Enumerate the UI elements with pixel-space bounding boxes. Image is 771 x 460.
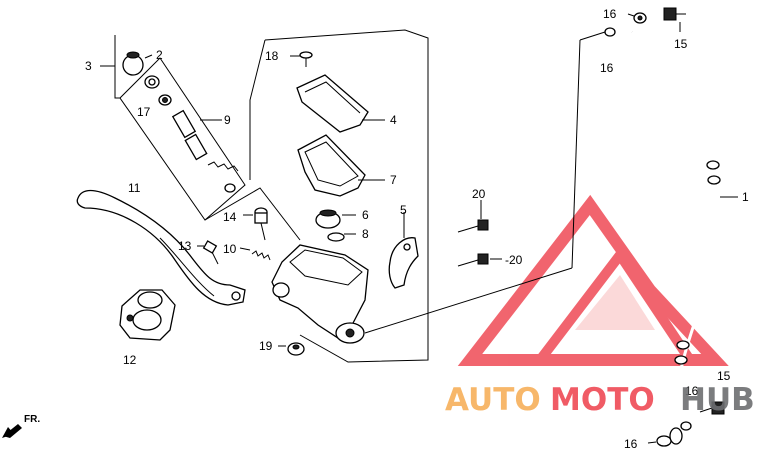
part-20-bolts — [457, 200, 502, 267]
label-17: 17 — [137, 105, 151, 119]
label-4: 4 — [390, 113, 397, 127]
part-18-screw — [290, 51, 313, 67]
part-13-bolt — [197, 240, 219, 265]
assembly-outline — [100, 29, 429, 363]
part-1-brake-hose — [571, 30, 738, 431]
label-9: 9 — [224, 113, 231, 127]
label-10: 10 — [223, 242, 237, 256]
part-14-pivot-bolt — [243, 207, 268, 241]
label-11: 11 — [128, 181, 141, 195]
label-16-top-a: 16 — [603, 7, 617, 21]
part-11-brake-lever — [76, 189, 246, 306]
label-15-top: 15 — [674, 37, 688, 51]
part-9-piston — [171, 109, 239, 193]
label-13: 13 — [178, 239, 192, 253]
label-16-bottom-b: 16 — [624, 437, 638, 451]
label-16-bottom-a: 16 — [685, 384, 699, 398]
part-4-reservoir-cover — [296, 74, 385, 133]
watermark-hub: HUB — [680, 382, 755, 418]
part-15-16-top-hardware — [604, 7, 686, 37]
part-17-rings — [144, 75, 172, 106]
label-2: 2 — [156, 48, 163, 62]
label-5: 5 — [400, 203, 407, 217]
label-20-bottom: -20 — [505, 253, 523, 267]
part-7-diaphragm — [297, 134, 385, 197]
watermark-logo — [457, 194, 729, 366]
part-19-nut — [278, 342, 305, 356]
watermark-auto: AUTO — [445, 382, 541, 418]
label-12: 12 — [123, 353, 137, 367]
label-19: 19 — [259, 339, 273, 353]
master-cylinder-body — [271, 244, 573, 344]
watermark-text: AUTO MOTO HUB — [445, 382, 755, 418]
part-15-16-bottom-hardware — [647, 401, 725, 447]
label-14: 14 — [223, 210, 237, 224]
label-8: 8 — [362, 227, 369, 241]
label-15-bottom: 15 — [717, 369, 731, 383]
label-6: 6 — [362, 208, 369, 222]
label-3: 3 — [85, 59, 92, 73]
part-12-bracket — [119, 289, 176, 341]
fr-direction-arrow: FR. — [2, 414, 40, 438]
fr-label: FR. — [24, 414, 40, 425]
part-2-boot — [122, 51, 153, 76]
callout-labels: 3 2 17 9 11 14 13 10 12 18 4 7 5 6 8 19 … — [85, 7, 749, 451]
label-20-top: 20 — [472, 187, 486, 201]
part-6-8-seals — [315, 209, 356, 242]
watermark-moto: MOTO — [550, 382, 655, 418]
label-16-top-b: 16 — [600, 61, 614, 75]
label-1: 1 — [742, 190, 749, 204]
label-18: 18 — [265, 49, 279, 63]
part-5-clamp — [388, 212, 419, 289]
label-7: 7 — [390, 173, 397, 187]
part-10-spring — [239, 247, 271, 261]
